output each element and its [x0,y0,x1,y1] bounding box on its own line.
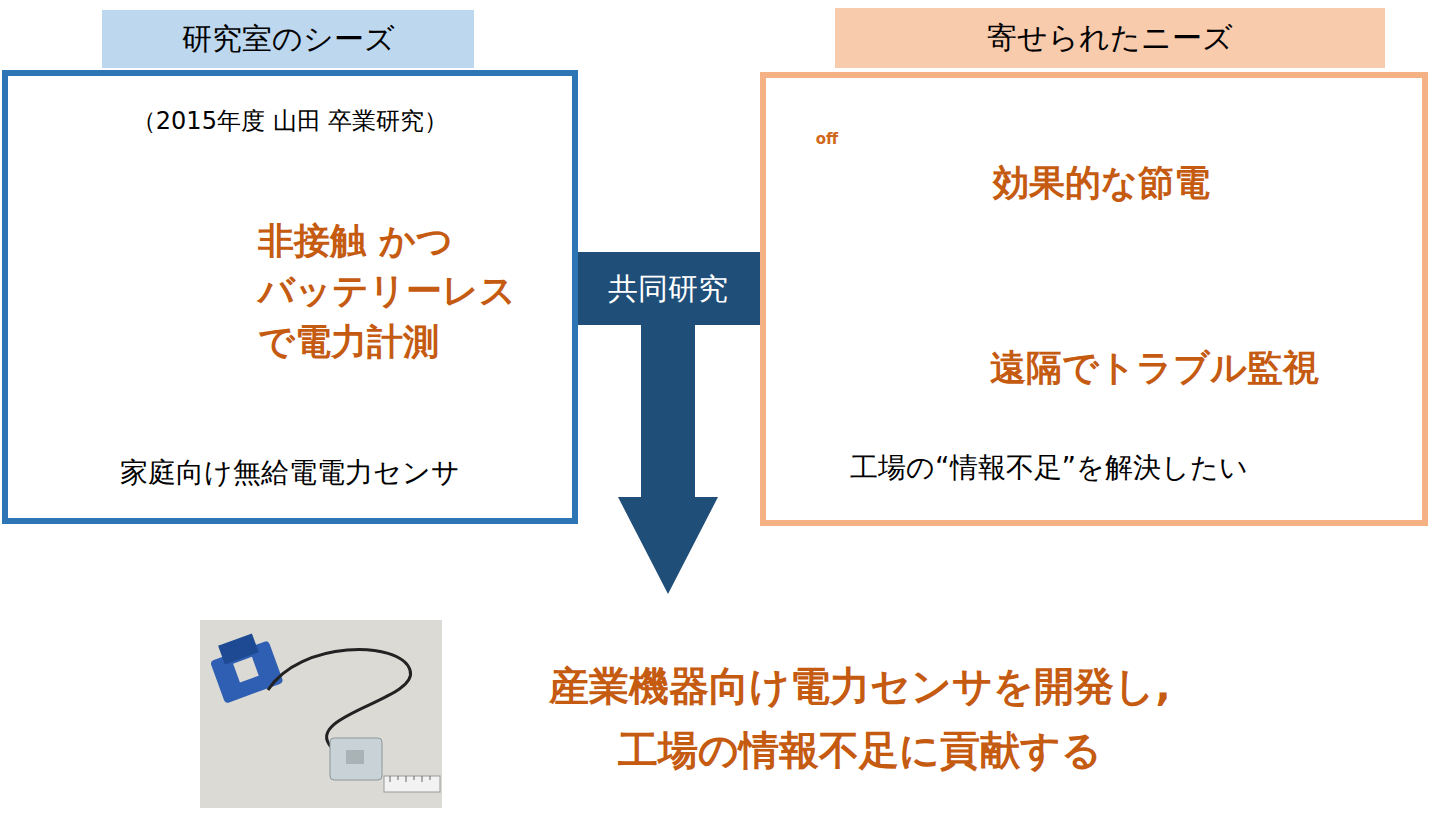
outcome-text: 産業機器向け電力センサを開発し, 工場の情報不足に貢献する [465,654,1255,782]
seeds-panel: 研究室のシーズ（2015年度 山田 卒業研究）非接触 かつ バッテリーレス で電… [2,70,578,524]
outcome-panel: 産業機器向け電力センサを開発し, 工場の情報不足に貢献する [195,594,1265,812]
band-text: 共同研究 [590,252,746,325]
ruler [384,776,440,792]
caption-text: 家庭向け無給電電力センサ [8,455,572,490]
sensor-chip [346,750,364,764]
bubble-text: off [803,130,851,148]
joint-bar [578,252,590,325]
product-photo [200,620,442,808]
ruler-ticks [390,776,430,782]
section-heading: 寄せられたニーズ [835,8,1385,68]
needs-panel: 寄せられたニーズ効果的な節電遠隔でトラブル監視工場の“情報不足”を解決したい [760,72,1428,526]
feature-text: 非接触 かつ バッテリーレス で電力計測 [258,216,568,367]
sensor-case [330,738,382,780]
flow-arrow [618,325,718,594]
cable [268,650,411,748]
note-text: （2015年度 山田 卒業研究） [8,106,572,136]
section-heading: 研究室のシーズ [102,10,474,68]
caption-text: 工場の“情報不足”を解決したい [850,450,1410,485]
current-clamp [206,629,284,704]
photo-ground [200,620,442,808]
joint-bar [746,252,760,325]
joint-research-band: 共同研究 [590,252,746,325]
need-text: 効果的な節電 [993,160,1413,205]
clamp-hole [233,657,259,683]
need-text: 遠隔でトラブル監視 [990,345,1415,390]
